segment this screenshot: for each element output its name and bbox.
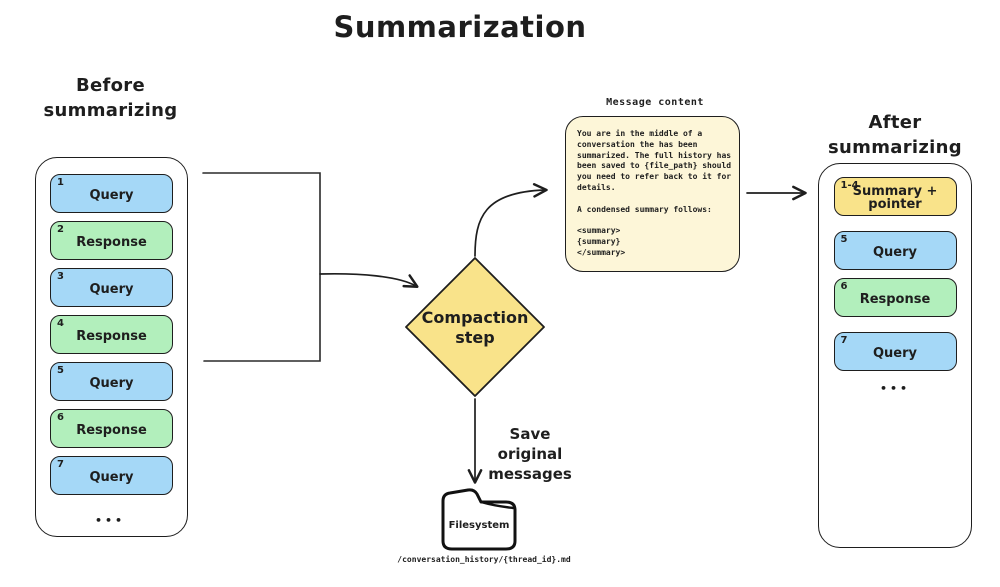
message-label: Response	[76, 328, 147, 344]
save-original-messages-label: Save original messages	[488, 425, 572, 483]
arrow-compaction-to-message	[474, 183, 548, 257]
after-heading: After summarizing	[828, 112, 962, 158]
group-bracket	[202, 172, 321, 362]
message-number: 4	[57, 318, 64, 329]
message-label: Query	[872, 244, 917, 260]
message-number: 1-4	[840, 180, 859, 191]
message-label: Response	[76, 234, 147, 250]
message-number: 5	[57, 365, 64, 376]
message-content-body: You are in the middle of a conversation …	[577, 129, 732, 257]
diagram-title: Summarization	[333, 10, 587, 44]
message-number: 2	[57, 224, 64, 235]
message-number: 7	[57, 459, 64, 470]
message-label: Query	[89, 469, 134, 485]
message-content-box: You are in the middle of a conversation …	[565, 116, 740, 272]
message-number: 7	[840, 335, 848, 346]
compaction-step-label: Compaction step	[421, 308, 529, 347]
message-number: 6	[840, 281, 848, 292]
message-number: 6	[57, 412, 64, 423]
message-label: Query	[89, 375, 134, 391]
message-label: Query	[89, 187, 134, 203]
message-label: Query	[872, 345, 917, 361]
message-label: Query	[89, 281, 134, 297]
message-number: 1	[57, 177, 64, 188]
message-label: Response	[859, 291, 931, 307]
arrow-bracket-to-compaction	[319, 272, 419, 288]
message-number: 5	[840, 234, 848, 245]
before-ellipsis: •••	[94, 514, 126, 527]
message-number: 3	[57, 271, 64, 282]
message-label: Response	[76, 422, 147, 438]
after-ellipsis: •••	[879, 382, 911, 395]
filesystem-path: /conversation_history/{thread_id}.md	[397, 555, 571, 564]
message-content-title: Message content	[606, 97, 704, 108]
filesystem-label: Filesystem	[448, 520, 510, 531]
before-heading: Before summarizing	[43, 75, 178, 121]
message-label: Summary + pointer	[852, 184, 938, 212]
folder-flap-line	[479, 500, 515, 510]
